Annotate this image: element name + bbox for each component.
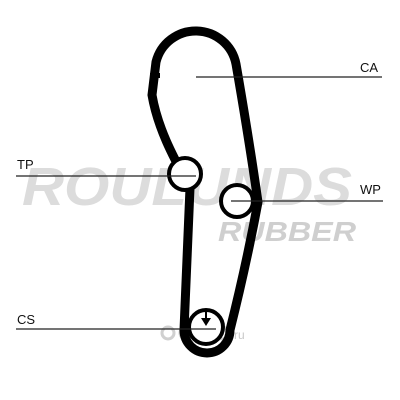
label-crankshaft: CS	[17, 312, 35, 327]
crankshaft-timing-mark	[201, 318, 211, 326]
label-tensioner: TP	[17, 157, 34, 172]
label-water-pump: WP	[360, 182, 381, 197]
label-camshaft: CA	[360, 60, 378, 75]
watermark-site-text: ru	[234, 328, 245, 342]
tensioner-pulley	[167, 156, 203, 192]
timing-belt	[147, 26, 263, 358]
camshaft-timing-mark	[150, 73, 160, 78]
watermark-brand-line2: RUBBER	[218, 216, 357, 247]
